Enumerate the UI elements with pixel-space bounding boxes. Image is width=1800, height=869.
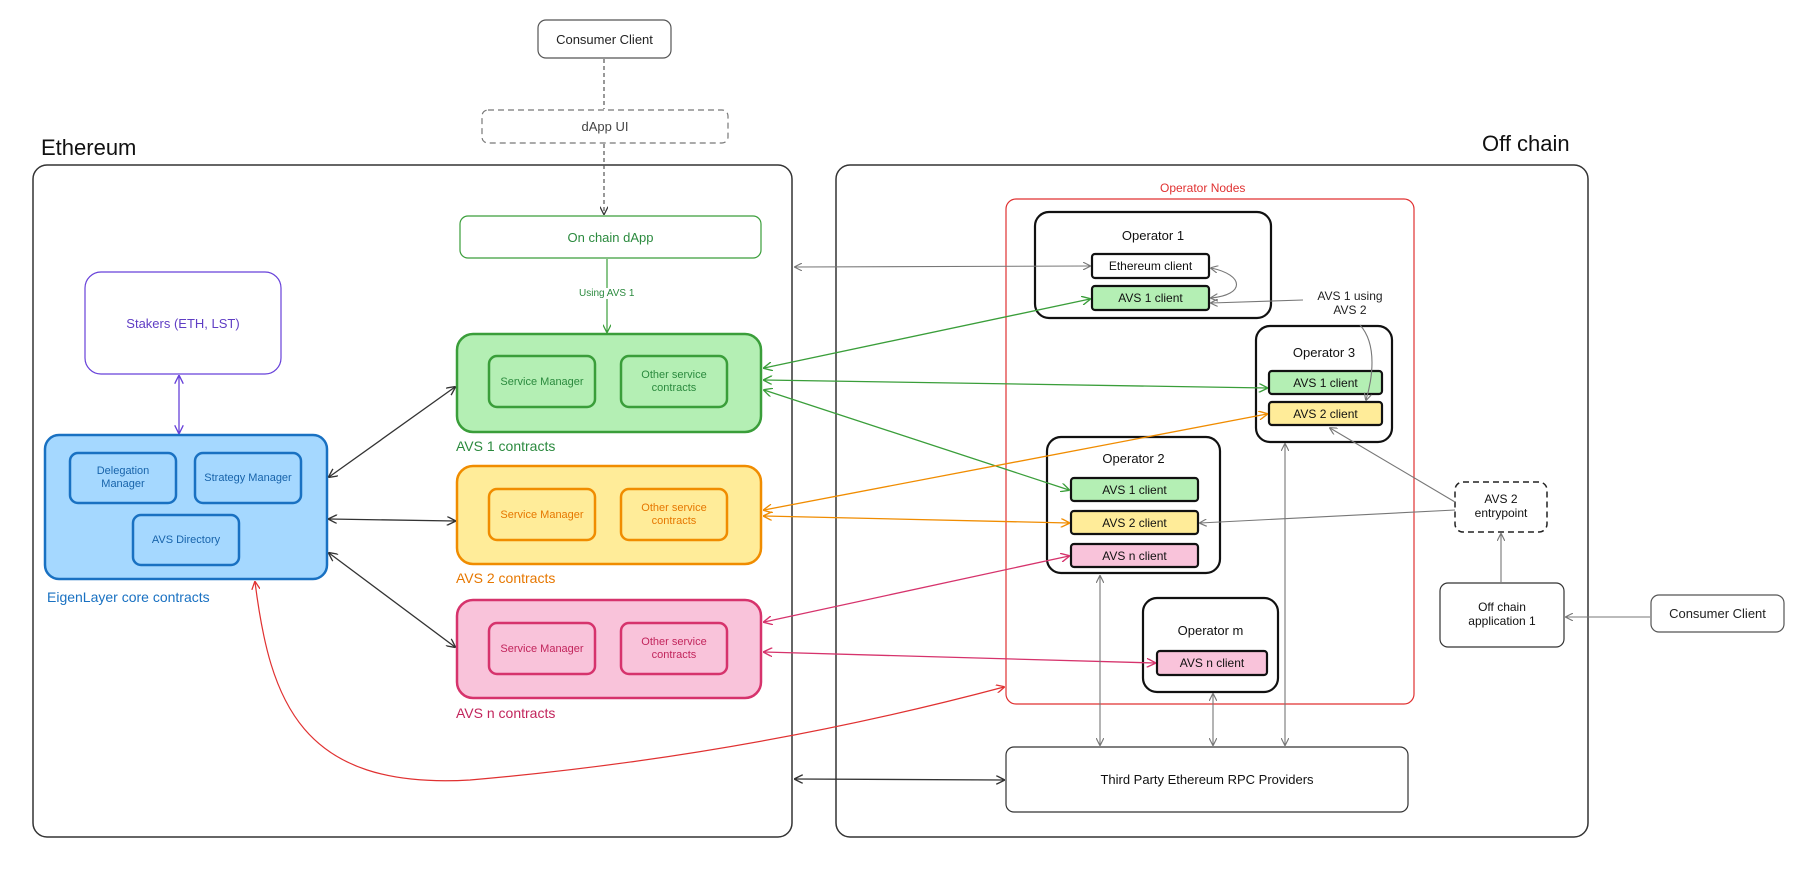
arrow-entrypoint-op3 (1330, 428, 1456, 503)
op1-avs1-client: AVS 1 client (1118, 291, 1183, 305)
op1-eth-client: Ethereum client (1108, 259, 1193, 273)
op2-avs1-client: AVS 1 client (1102, 482, 1167, 497)
operator1-title: Operator 1 (1121, 228, 1185, 243)
avs2-service-manager: Service Manager (500, 508, 584, 521)
arrow-avs1-op1 (764, 299, 1090, 368)
arrow-entrypoint-op2 (1200, 509, 1456, 523)
consumer-client-top: Consumer Client (556, 31, 653, 47)
op3-avs1-client-box (1267, 369, 1384, 396)
op3-avs2-client-box (1267, 400, 1384, 427)
avsn-contracts-label: AVS n contracts (456, 705, 556, 721)
avs2-other-contracts-box (619, 487, 729, 542)
avs1-other-contracts-box (619, 354, 729, 409)
eigenlayer-label: EigenLayer core contracts (47, 589, 210, 605)
rpc-providers: Third Party Ethereum RPC Providers (1100, 772, 1314, 787)
op2-avsn-client: AVS n client (1102, 548, 1167, 563)
offchain-app: Off chain application 1 (1468, 600, 1536, 628)
consumer-client-right: Consumer Client (1669, 606, 1766, 621)
stakers-box (84, 271, 282, 375)
arrow-avs2-op3 (764, 414, 1267, 510)
arrow-avs1-using-avs2-to-op3 (1359, 324, 1373, 400)
avs2-contracts-label: AVS 2 contracts (456, 570, 556, 586)
onchain-dapp-box (459, 215, 762, 259)
avs1-service-manager-box (487, 354, 597, 409)
avs-directory: AVS Directory (151, 534, 221, 546)
consumer-client-top-box (537, 19, 672, 59)
dapp-ui: dApp UI (581, 119, 629, 134)
avs-directory-box (131, 513, 241, 567)
operator3-title: Operator 3 (1292, 345, 1356, 360)
avsn-other-contracts: Other service contracts (641, 635, 707, 661)
avsn-service-manager: Service Manager (500, 642, 584, 655)
arrow-ethereum-eth-client (795, 266, 1090, 267)
avs1-using-avs2-label: AVS 1 using AVS 2 (1317, 289, 1383, 317)
arrow-ethereum-rpc (795, 779, 1004, 780)
arrow-eth-client-avs1-client (1211, 268, 1238, 298)
arrow-avsn-op2 (764, 556, 1069, 622)
strategy-manager: Strategy Manager (204, 472, 292, 484)
op1-eth-client-box (1090, 252, 1211, 280)
operator-nodes-label: Operator Nodes (1160, 181, 1246, 195)
op2-avs2-client: AVS 2 client (1102, 515, 1167, 530)
offchain-app-box (1439, 582, 1565, 648)
onchain-dapp: On chain dApp (567, 229, 654, 245)
opm-avsn-client-box (1155, 649, 1269, 677)
offchain-section-title: Off chain (1482, 131, 1570, 156)
arrow-avs2-op2 (764, 516, 1069, 523)
arrow-avsn-opm (764, 652, 1155, 663)
using-avs1-label: Using AVS 1 (577, 288, 637, 299)
avs2-service-manager-box (487, 487, 597, 542)
avs2-entrypoint: AVS 2 entrypoint (1474, 492, 1528, 520)
ethereum-section-title: Ethereum (41, 135, 137, 160)
opm-avsn-client: AVS n client (1179, 656, 1245, 670)
avs2-entrypoint-box (1454, 481, 1548, 533)
arrow-eigenlayer-operator-nodes (255, 582, 1004, 782)
op3-avs2-client: AVS 2 client (1293, 406, 1358, 421)
consumer-client-right-box (1650, 594, 1785, 633)
avs1-other-contracts: Other service contracts (641, 368, 707, 394)
strategy-manager-box (193, 451, 303, 505)
op3-avs1-client: AVS 1 client (1293, 375, 1358, 390)
op1-avs1-client-box (1090, 284, 1211, 312)
avs1-service-manager: Service Manager (500, 375, 584, 388)
avs2-other-contracts: Other service contracts (641, 501, 707, 527)
op2-avsn-client-box (1069, 542, 1200, 569)
operator-m-title: Operator m (1177, 623, 1244, 638)
avs1-contracts-label: AVS 1 contracts (456, 438, 556, 454)
arrow-eigenlayer-avs1 (329, 387, 455, 477)
dapp-ui-box (481, 109, 729, 144)
arrow-eigenlayer-avs2 (329, 519, 455, 521)
stakers: Stakers (ETH, LST) (126, 315, 240, 331)
operator2-title: Operator 2 (1102, 451, 1165, 466)
delegation-manager-box (68, 451, 178, 505)
delegation-manager: Delegation Manager (96, 465, 150, 490)
rpc-providers-box (1005, 746, 1409, 813)
arrow-avs1-using-avs2-to-op1 (1211, 300, 1304, 303)
arrow-avs1-op3 (764, 380, 1267, 388)
